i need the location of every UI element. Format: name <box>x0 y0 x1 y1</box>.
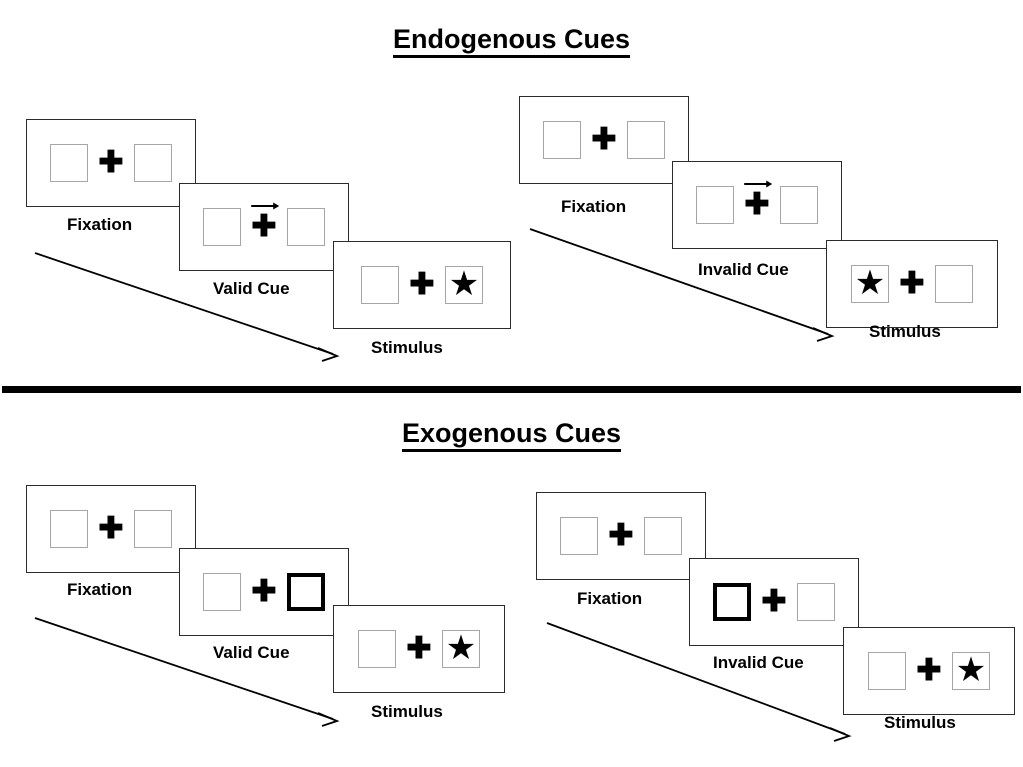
panel-endogenous-valid-stimulus: ✚ ★ <box>333 241 511 329</box>
panel-endogenous-invalid-stimulus: ★ ✚ <box>826 240 998 328</box>
stimulus-box-right <box>134 510 172 548</box>
stimulus-box-right <box>287 208 325 246</box>
panel-inner: ✚ ★ <box>868 648 990 694</box>
plus-glyph: ✚ <box>899 267 925 300</box>
panel-exogenous-invalid-fixation: ✚ <box>536 492 706 580</box>
fixation-cross-icon: ✚ <box>598 513 644 559</box>
panel-inner: ✚ <box>203 569 325 615</box>
caption-exogenous-invalid-cue: Invalid Cue <box>713 653 804 672</box>
time-arrow-exogenous-valid <box>34 617 340 727</box>
plus-glyph: ✚ <box>916 654 942 687</box>
fixation-cross-icon: ✚ <box>241 202 287 250</box>
stimulus-box-right <box>134 144 172 182</box>
caption-endogenous-invalid-cue: Invalid Cue <box>698 260 789 279</box>
stimulus-box-left <box>696 186 734 224</box>
panel-endogenous-invalid-cue: ✚ <box>672 161 842 249</box>
panel-inner: ✚ <box>713 579 835 625</box>
plus-glyph: ✚ <box>98 512 124 545</box>
caption-exogenous-invalid-fixation: Fixation <box>577 589 643 608</box>
caption-endogenous-invalid-stimulus: Stimulus <box>869 322 941 341</box>
stimulus-box-right-cued <box>287 573 325 611</box>
stimulus-box-left <box>543 121 581 159</box>
plus-glyph: ✚ <box>761 585 787 618</box>
plus-glyph: ✚ <box>744 188 770 221</box>
target-star-icon: ★ <box>448 265 480 303</box>
plus-glyph: ✚ <box>98 146 124 179</box>
panel-inner: ✚ <box>560 513 682 559</box>
fixation-cross-icon: ✚ <box>88 506 134 552</box>
fixation-cross-icon: ✚ <box>399 262 445 308</box>
fixation-cross-icon: ✚ <box>88 140 134 186</box>
target-star-icon: ★ <box>445 629 477 667</box>
panel-exogenous-valid-stimulus: ✚ ★ <box>333 605 505 693</box>
stimulus-box-left <box>203 573 241 611</box>
stimulus-box-left <box>560 517 598 555</box>
section-title-endogenous-text: Endogenous Cues <box>392 24 630 58</box>
section-title-exogenous: Exogenous Cues <box>0 418 1023 452</box>
panel-exogenous-valid-fixation: ✚ <box>26 485 196 573</box>
fixation-cross-icon: ✚ <box>734 180 780 228</box>
panel-inner: ✚ <box>696 180 818 228</box>
stimulus-box-left <box>358 630 396 668</box>
stimulus-box-right: ★ <box>442 630 480 668</box>
fixation-cross-icon: ✚ <box>396 626 442 672</box>
fixation-cross-icon: ✚ <box>906 648 952 694</box>
section-title-exogenous-text: Exogenous Cues <box>401 418 622 452</box>
time-arrow-exogenous-invalid <box>546 622 852 742</box>
stimulus-box-left <box>50 510 88 548</box>
panel-inner: ✚ ★ <box>361 262 483 308</box>
caption-exogenous-valid-fixation: Fixation <box>67 580 133 599</box>
panel-inner: ★ ✚ <box>851 261 973 307</box>
caption-endogenous-valid-cue: Valid Cue <box>213 279 290 298</box>
panel-endogenous-valid-cue: ✚ <box>179 183 349 271</box>
plus-glyph: ✚ <box>409 268 435 301</box>
stimulus-box-left <box>203 208 241 246</box>
panel-inner: ✚ <box>543 117 665 163</box>
caption-exogenous-valid-stimulus: Stimulus <box>371 702 443 721</box>
stimulus-box-left <box>50 144 88 182</box>
stimulus-box-right: ★ <box>445 266 483 304</box>
stimulus-box-left: ★ <box>851 265 889 303</box>
caption-endogenous-valid-stimulus: Stimulus <box>371 338 443 357</box>
panel-inner: ✚ <box>50 140 172 186</box>
caption-endogenous-invalid-fixation: Fixation <box>561 197 627 216</box>
caption-endogenous-valid-fixation: Fixation <box>67 215 133 234</box>
stimulus-box-right <box>935 265 973 303</box>
panel-endogenous-invalid-fixation: ✚ <box>519 96 689 184</box>
panel-inner: ✚ <box>50 506 172 552</box>
target-star-icon: ★ <box>955 651 987 689</box>
stimulus-box-right <box>644 517 682 555</box>
stimulus-box-left <box>868 652 906 690</box>
stimulus-box-right <box>627 121 665 159</box>
stimulus-box-right: ★ <box>952 652 990 690</box>
stimulus-box-left-cued <box>713 583 751 621</box>
fixation-cross-icon: ✚ <box>581 117 627 163</box>
section-title-endogenous: Endogenous Cues <box>0 24 1023 58</box>
plus-glyph: ✚ <box>591 123 617 156</box>
panel-inner: ✚ ★ <box>358 626 480 672</box>
panel-inner: ✚ <box>203 202 325 250</box>
panel-exogenous-invalid-stimulus: ✚ ★ <box>843 627 1015 715</box>
stimulus-box-right <box>797 583 835 621</box>
panel-exogenous-valid-cue: ✚ <box>179 548 349 636</box>
plus-glyph: ✚ <box>251 575 277 608</box>
stimulus-box-right <box>780 186 818 224</box>
time-arrow-endogenous-invalid <box>529 228 835 342</box>
section-divider <box>2 386 1021 393</box>
caption-exogenous-valid-cue: Valid Cue <box>213 643 290 662</box>
time-arrow-endogenous-valid <box>34 252 340 362</box>
plus-glyph: ✚ <box>406 632 432 665</box>
fixation-cross-icon: ✚ <box>889 261 935 307</box>
plus-glyph: ✚ <box>608 519 634 552</box>
stimulus-box-left <box>361 266 399 304</box>
plus-glyph: ✚ <box>251 210 277 243</box>
fixation-cross-icon: ✚ <box>751 579 797 625</box>
caption-exogenous-invalid-stimulus: Stimulus <box>884 713 956 732</box>
panel-endogenous-valid-fixation: ✚ <box>26 119 196 207</box>
target-star-icon: ★ <box>854 264 886 302</box>
panel-exogenous-invalid-cue: ✚ <box>689 558 859 646</box>
fixation-cross-icon: ✚ <box>241 569 287 615</box>
